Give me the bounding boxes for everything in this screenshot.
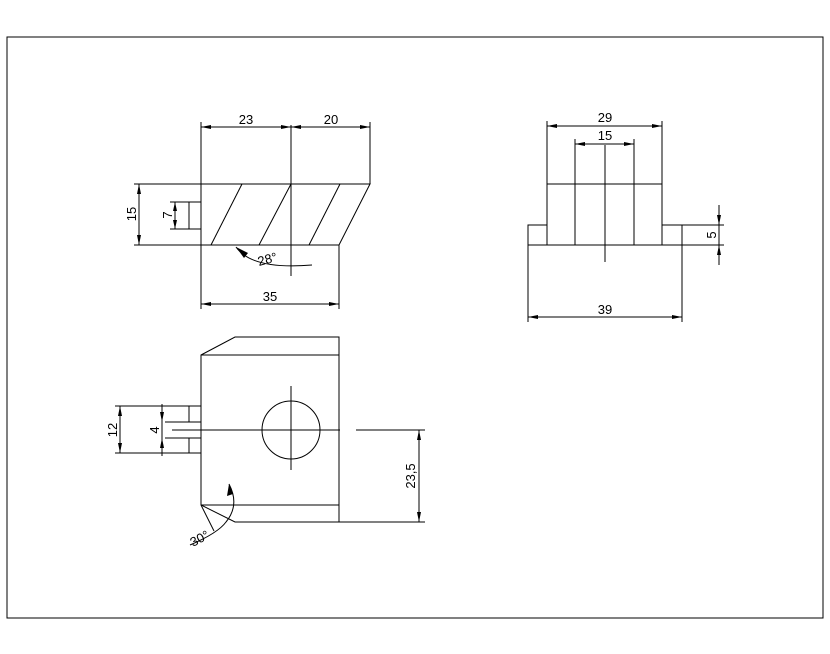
side-view-flange-right xyxy=(661,224,683,246)
dim-label-39: 39 xyxy=(598,302,612,317)
arrowhead xyxy=(118,406,122,416)
arrowhead xyxy=(360,125,370,129)
dim-label-35: 35 xyxy=(263,289,277,304)
dim-label-4: 4 xyxy=(147,426,162,433)
dim-label-29: 29 xyxy=(598,110,612,125)
arrowhead xyxy=(291,125,301,129)
front-view-hatch xyxy=(210,183,243,246)
dim-label-15-side: 15 xyxy=(598,128,612,143)
front-view-hatch xyxy=(308,183,341,246)
arrowhead xyxy=(575,142,585,146)
dim-label-7: 7 xyxy=(160,211,175,218)
dim-label-15: 15 xyxy=(124,207,139,221)
arrowhead xyxy=(417,512,421,522)
front-view-tab xyxy=(188,201,201,230)
top-view-tab-lower xyxy=(188,437,201,454)
dim-label-23: 23 xyxy=(239,112,253,127)
angle-arc xyxy=(189,483,235,546)
dim-label-20: 20 xyxy=(324,112,338,127)
front-view: 23 20 15 7 28° 35 xyxy=(124,112,371,309)
arrowhead xyxy=(118,443,122,453)
arrowhead xyxy=(547,124,557,128)
dim-label-28deg: 28° xyxy=(256,249,279,269)
arrowhead xyxy=(672,315,682,319)
arrowhead xyxy=(160,412,164,422)
arrowhead xyxy=(417,430,421,440)
arrowhead xyxy=(160,438,164,448)
arrowhead xyxy=(281,125,291,129)
arrowhead xyxy=(201,302,211,306)
front-view-hatch xyxy=(258,183,292,246)
top-view: 12 4 23,5 30° xyxy=(105,336,425,550)
dim-label-5: 5 xyxy=(704,231,719,238)
arrowhead xyxy=(173,202,177,211)
top-view-tab-upper xyxy=(188,405,201,423)
arrowhead xyxy=(717,245,721,255)
arrowhead xyxy=(528,315,538,319)
arrowhead xyxy=(137,235,141,245)
side-view-flange-left xyxy=(527,224,548,246)
arrowhead xyxy=(137,184,141,194)
arrowhead xyxy=(201,125,211,129)
dim-label-23-5: 23,5 xyxy=(403,463,418,488)
dim-label-12: 12 xyxy=(105,423,120,437)
arrowhead xyxy=(236,247,248,258)
side-view: 29 15 5 39 xyxy=(527,110,724,322)
dim-label-30deg: 30° xyxy=(187,527,211,549)
arrowhead xyxy=(717,215,721,225)
arrowhead xyxy=(173,220,177,229)
arrowhead xyxy=(227,484,233,496)
extension-line xyxy=(200,504,215,532)
arrowhead xyxy=(329,302,339,306)
arrowhead xyxy=(652,124,662,128)
drawing-border xyxy=(6,36,824,619)
arrowhead xyxy=(624,142,634,146)
